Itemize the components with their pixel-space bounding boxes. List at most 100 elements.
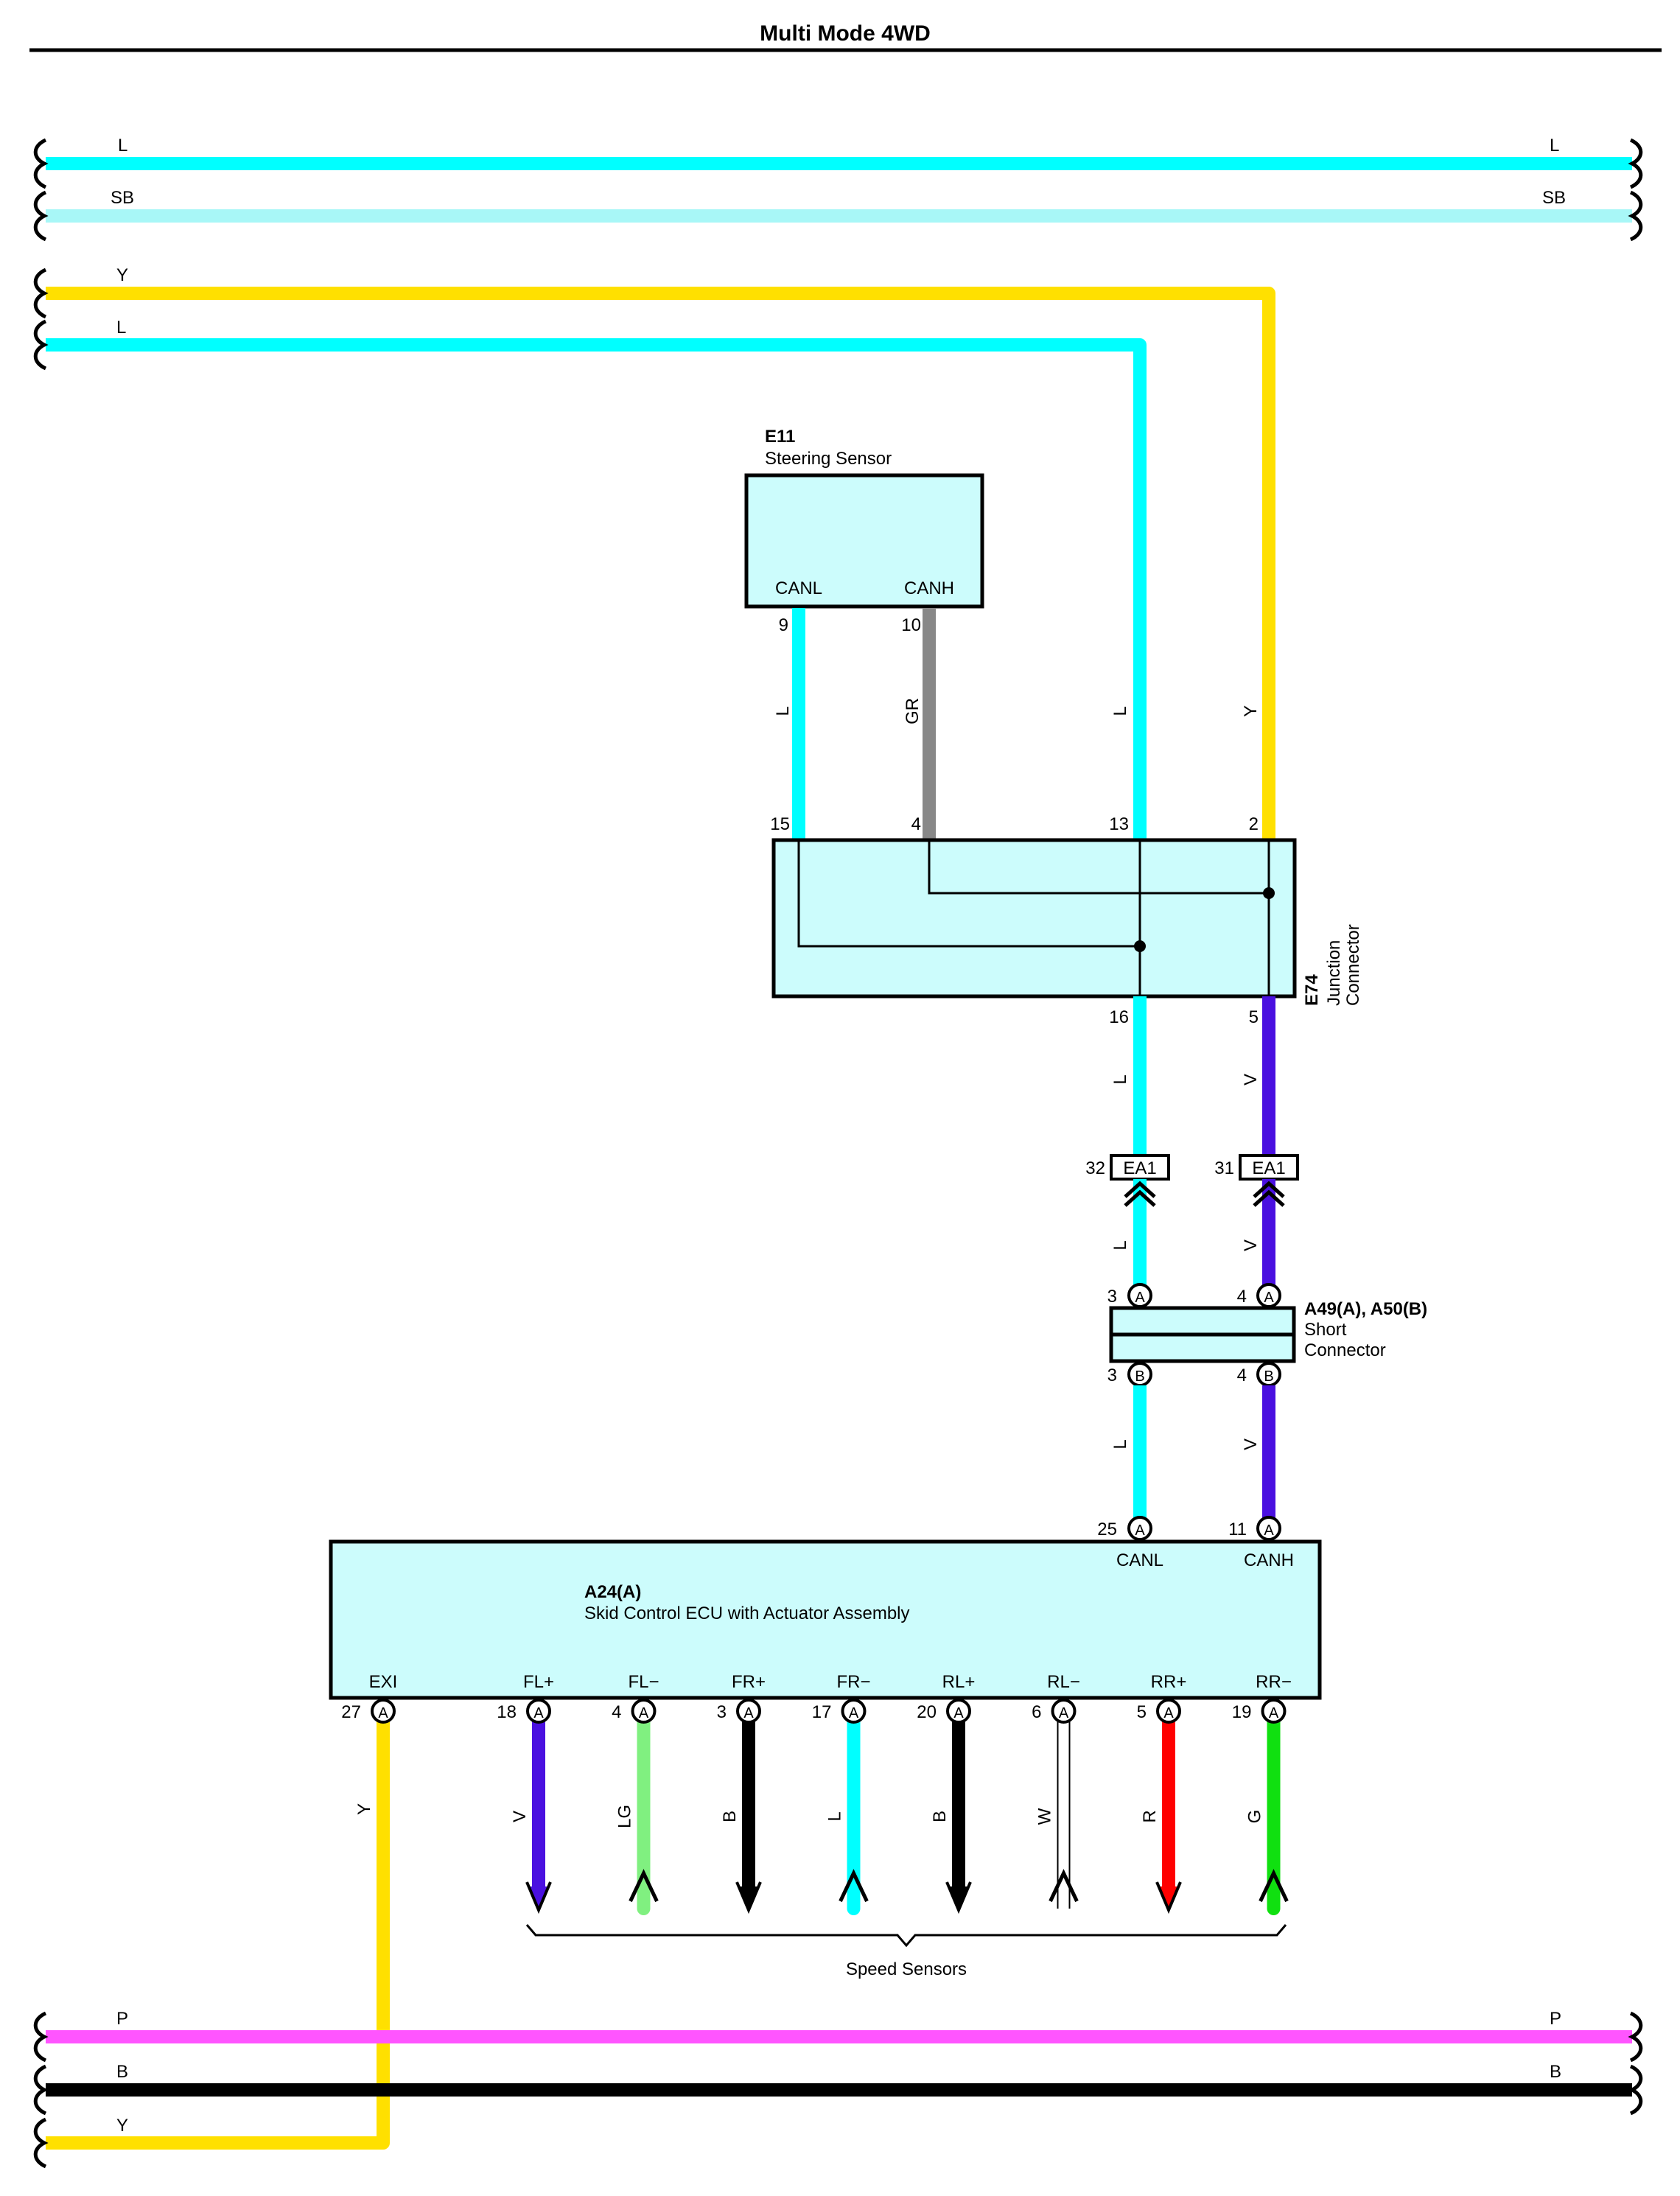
ecu-terminal-label-canh: CANH bbox=[1244, 1550, 1294, 1570]
ecu-name: Skid Control ECU with Actuator Assembly bbox=[584, 1604, 910, 1623]
sensor-arrowhead-3 bbox=[839, 1869, 869, 1903]
bus-label-sb-right: SB bbox=[1542, 188, 1566, 208]
ea1-chevron-right-2 bbox=[1253, 1189, 1285, 1207]
short-to-ecu-wires: L V bbox=[1110, 1385, 1275, 1528]
speed-sensor-terminal-2: FR+A3B bbox=[717, 1672, 766, 1914]
wire-label-e11-canh: GR bbox=[903, 698, 923, 724]
sensor-arrowhead-6 bbox=[1155, 1881, 1182, 1914]
e11-pin-canh: 10 bbox=[901, 615, 921, 635]
e74-code: E74 bbox=[1302, 974, 1322, 1006]
ecu-pin-6: 5 bbox=[1137, 1702, 1147, 1722]
bus-wire-y-bottom bbox=[46, 2136, 390, 2150]
sensor-arrowhead-0 bbox=[525, 1881, 552, 1914]
bus-label-l-left: L bbox=[118, 136, 127, 155]
e11-terminal-canl: CANL bbox=[775, 578, 822, 598]
wire-label-ea1-l: L bbox=[1110, 1240, 1130, 1250]
ecu-pin-4: 20 bbox=[917, 1702, 937, 1722]
sensor-wire-label-7: G bbox=[1245, 1810, 1265, 1824]
sensor-arrowhead-7 bbox=[1259, 1869, 1289, 1903]
short-letter-a-right: A bbox=[1264, 1290, 1274, 1306]
e74-internal-canl bbox=[797, 840, 1140, 948]
sensor-wire-label-4: B bbox=[930, 1811, 950, 1822]
ecu-terminal-label-5: RL− bbox=[1047, 1672, 1080, 1692]
ecu-pin-3: 17 bbox=[812, 1702, 832, 1722]
wire-l-to-e74 bbox=[46, 338, 1147, 840]
wire-label-e74-2: Y bbox=[1241, 705, 1261, 717]
sensor-wire-label-1: LG bbox=[615, 1805, 635, 1828]
ecu-terminal-label-6: RR+ bbox=[1151, 1672, 1187, 1692]
sensor-arrow-out-6 bbox=[1158, 1886, 1179, 1910]
speed-sensors-label: Speed Sensors bbox=[846, 1959, 967, 1979]
ecu-letter-2: A bbox=[743, 1705, 754, 1721]
bus-label-y-bottom-left: Y bbox=[116, 2116, 128, 2136]
wire-label-e74-5: V bbox=[1241, 1074, 1261, 1085]
ea1-chevron-left-2 bbox=[1124, 1189, 1156, 1207]
top-bus: L L SB SB Y L bbox=[33, 136, 1643, 840]
e74-box bbox=[771, 838, 1297, 999]
e11-code: E11 bbox=[765, 427, 795, 447]
bus-label-p-left: P bbox=[116, 2009, 128, 2029]
short-pin-l-top: 3 bbox=[1107, 1287, 1117, 1307]
e74-pin-16: 16 bbox=[1109, 1007, 1129, 1027]
ecu-terminal-4 bbox=[946, 1699, 971, 1724]
ea1-pin-right: 31 bbox=[1214, 1158, 1234, 1178]
ea1-pin-left: 32 bbox=[1085, 1158, 1105, 1178]
break-mark-left-7 bbox=[33, 2117, 49, 2169]
e74-pin-15: 15 bbox=[770, 814, 790, 834]
ecu-terminal-label-canl: CANL bbox=[1116, 1550, 1163, 1570]
short-pin-l-bot: 3 bbox=[1107, 1365, 1117, 1385]
e11-name: Steering Sensor bbox=[765, 449, 892, 469]
wire-label-ea1-v: V bbox=[1241, 1239, 1261, 1251]
sensor-wire-label-5: W bbox=[1035, 1808, 1055, 1825]
ecu-letter-0: A bbox=[533, 1705, 544, 1721]
e74-name-line2: Connector bbox=[1343, 924, 1363, 1006]
bus-label-l2-left: L bbox=[116, 318, 126, 338]
break-mark-left-4 bbox=[33, 319, 49, 371]
bus-label-b-right: B bbox=[1550, 2062, 1561, 2082]
ecu-terminal-exi bbox=[371, 1699, 396, 1724]
e11-terminal-canh: CANH bbox=[904, 578, 954, 598]
short-letter-b-left: B bbox=[1135, 1368, 1144, 1385]
ea1-chevron-left-1 bbox=[1124, 1181, 1156, 1198]
short-letter-a-left: A bbox=[1135, 1290, 1145, 1306]
sensor-wire-label-0: V bbox=[510, 1811, 530, 1822]
ecu-letter-1: A bbox=[639, 1705, 649, 1721]
short-letter-b-right: B bbox=[1264, 1368, 1273, 1385]
ecu-letter-canh: A bbox=[1264, 1522, 1274, 1539]
break-mark-right-1 bbox=[1628, 138, 1643, 189]
sensor-arrowhead-5 bbox=[1049, 1869, 1079, 1903]
ecu-pin-0: 18 bbox=[497, 1702, 517, 1722]
wire-label-e74-16: L bbox=[1110, 1074, 1130, 1084]
ecu-letter-exi: A bbox=[378, 1705, 388, 1721]
ecu-letter-7: A bbox=[1269, 1705, 1279, 1721]
short-connector-name-line2: Connector bbox=[1304, 1340, 1386, 1360]
sensor-wire-label-6: R bbox=[1140, 1810, 1160, 1822]
ecu-terminal-label-7: RR− bbox=[1256, 1672, 1292, 1692]
ea1-code-right: EA1 bbox=[1252, 1158, 1285, 1178]
e74-pin-13: 13 bbox=[1109, 814, 1129, 834]
e74-pin-4: 4 bbox=[911, 814, 921, 834]
sensor-arrow-out-4 bbox=[948, 1886, 969, 1910]
speed-sensor-terminal-6: RR+A5R bbox=[1137, 1672, 1187, 1914]
break-mark-right-3 bbox=[1628, 2011, 1643, 2063]
short-pin-r-bot: 4 bbox=[1237, 1365, 1247, 1385]
e11-pin-canl: 9 bbox=[779, 615, 788, 635]
break-mark-left-2 bbox=[33, 190, 49, 242]
bus-label-l-right: L bbox=[1550, 136, 1559, 155]
speed-sensors-bracket bbox=[525, 1924, 1287, 1948]
e74-name-line1: Junction bbox=[1324, 940, 1344, 1006]
short-connector: A 3 A 4 B 3 B 4 A49(A), A50(B) Short Con… bbox=[1107, 1283, 1427, 1387]
ecu-terminal-canh bbox=[1256, 1516, 1281, 1541]
e74-splice-dot-canh bbox=[1263, 887, 1275, 899]
sensor-arrowhead-1 bbox=[629, 1869, 659, 1903]
ecu-terminal-label-4: RL+ bbox=[942, 1672, 976, 1692]
wire-label-e74-13: L bbox=[1110, 706, 1130, 716]
ecu-pin-2: 3 bbox=[717, 1702, 727, 1722]
ecu-letter-5: A bbox=[1059, 1705, 1069, 1721]
bus-label-sb-left: SB bbox=[111, 188, 134, 208]
ecu-pin-1: 4 bbox=[612, 1702, 621, 1722]
ecu-terminal-canl bbox=[1127, 1516, 1152, 1541]
